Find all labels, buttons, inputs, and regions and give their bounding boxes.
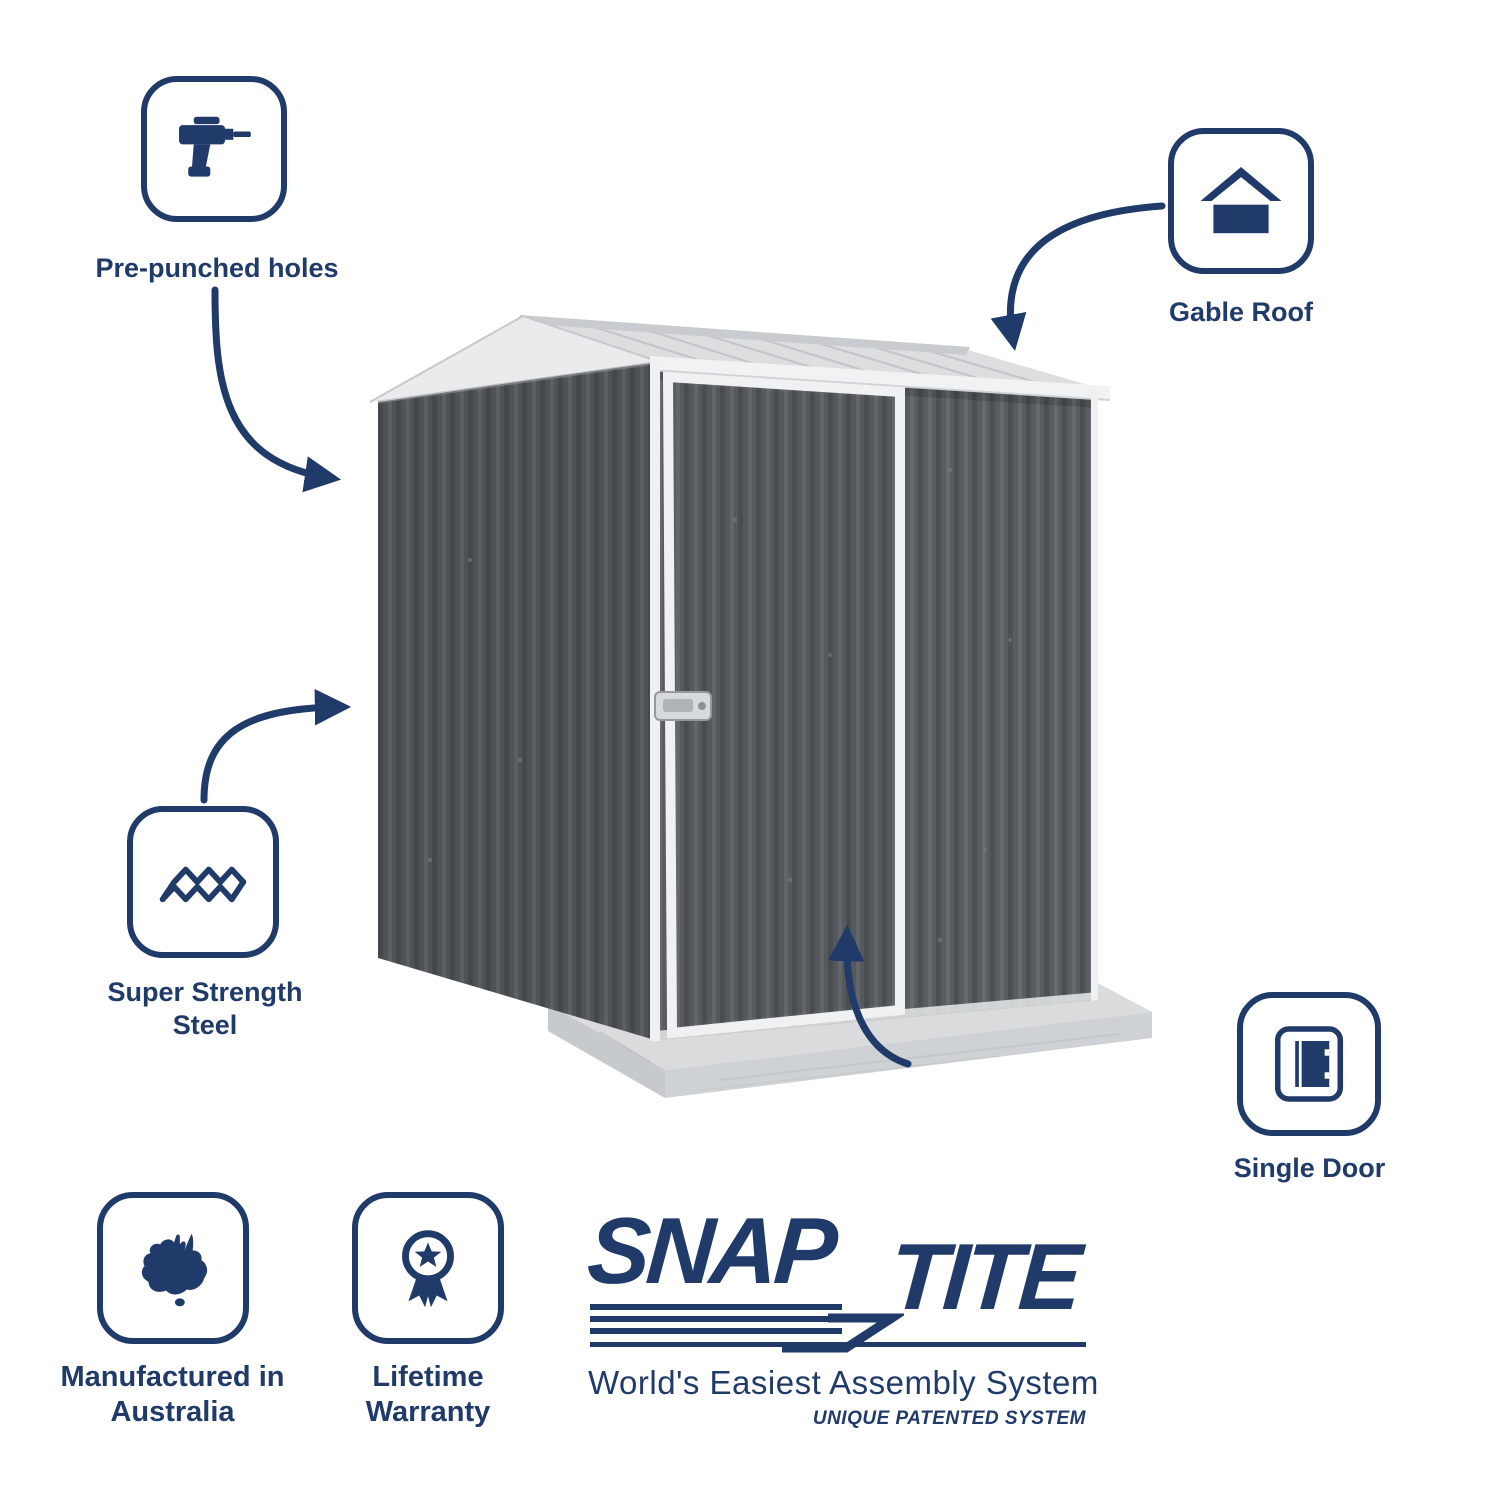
- gable-roof-icon: [1200, 166, 1282, 234]
- feature-label-manufactured-in-australia: Manufactured in Australia: [60, 1361, 285, 1429]
- logo-subtagline: UNIQUE PATENTED SYSTEM: [812, 1408, 1086, 1429]
- shed-illustration: [369, 314, 1111, 1041]
- logo-tagline: World's Easiest Assembly System: [588, 1364, 1099, 1401]
- feature-label-gable-roof: Gable Roof: [1168, 297, 1313, 327]
- feature-label-pre-punched-holes: Pre-punched holes: [95, 253, 339, 283]
- feature-icon-manufactured-in-australia: [97, 1192, 249, 1344]
- feature-label-single-door: Single Door: [1233, 1153, 1386, 1183]
- logo-word-tite: TITE: [886, 1224, 1082, 1329]
- warranty-medal-icon: [402, 1230, 454, 1308]
- feature-icon-lifetime-warranty: [352, 1192, 504, 1344]
- door-latch: [654, 691, 712, 721]
- shed-fascia: [650, 356, 1110, 400]
- arrow-gable-roof: [990, 202, 1166, 352]
- feature-icon-pre-punched-holes: [141, 76, 287, 222]
- australia-map-icon: [141, 1233, 208, 1307]
- steel-sheet-icon: [159, 866, 247, 903]
- logo-zigzag-icon: [782, 1313, 904, 1353]
- callout-arrows: [200, 202, 1166, 1068]
- arrow-super-strength-steel: [200, 689, 352, 804]
- logo-line: [590, 1328, 842, 1334]
- logo-word-snap: SNAP: [584, 1198, 837, 1303]
- feature-label-lifetime-warranty: Lifetime Warranty: [365, 1361, 491, 1429]
- feature-label-super-strength-steel: Super Strength Steel: [107, 977, 303, 1040]
- feature-icon-super-strength-steel: [127, 806, 279, 958]
- shed-right-trim: [1091, 389, 1098, 1001]
- logo-line: [590, 1304, 842, 1310]
- shed-door: [676, 385, 893, 1025]
- shed-left-wall: [378, 362, 655, 1040]
- single-door-icon: [1274, 1026, 1344, 1102]
- logo-line: [590, 1316, 842, 1322]
- drill-icon: [179, 116, 251, 177]
- shed-roof-ridge: [516, 315, 970, 355]
- screw-dots: [427, 467, 1013, 943]
- feature-icon-single-door: [1237, 992, 1381, 1136]
- snaptite-logo: SNAP TITE World's Easiest Assembly Syste…: [584, 1198, 1099, 1444]
- arrow-pre-punched-holes: [211, 286, 342, 493]
- shed-door-frame: [662, 371, 905, 1039]
- arrow-single-door: [828, 924, 912, 1068]
- feature-icon-gable-roof: [1168, 128, 1314, 274]
- shed-gable: [370, 316, 660, 402]
